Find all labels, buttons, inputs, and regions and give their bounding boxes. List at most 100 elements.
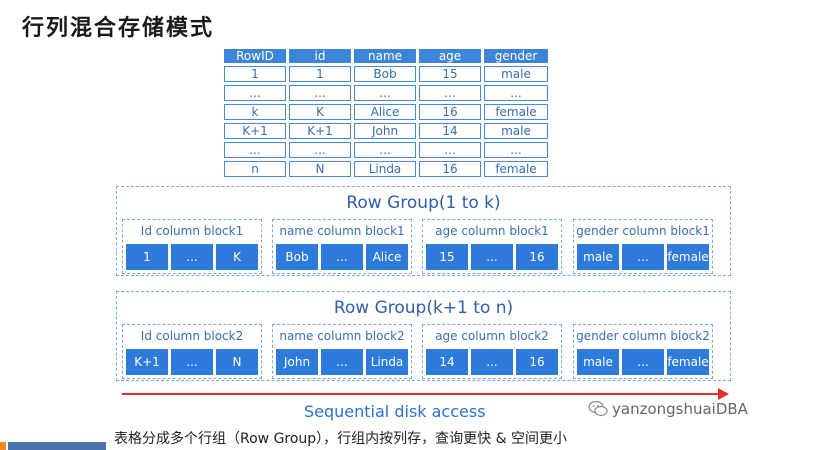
table-header-cell: gender [484,49,548,63]
column-value-cell: 15 [426,244,468,270]
column-block: gender column block1 male...female [573,219,713,274]
table-cell: female [484,104,548,120]
table-cell: 15 [419,66,481,82]
column-value-cell: N [216,349,258,375]
column-value-cell: ... [171,349,213,375]
column-block: age column block2 14...16 [422,324,562,379]
column-value-cell: ... [321,349,363,375]
table-cell: male [484,66,548,82]
column-block: age column block1 15...16 [422,219,562,274]
column-block-cells: 14...16 [426,349,558,375]
column-value-cell: female [667,349,709,375]
column-value-cell: ... [471,244,513,270]
table-cell: N [289,161,351,177]
column-value-cell: John [276,349,318,375]
column-block-cells: Bob...Alice [276,244,408,270]
table-header-cell: RowID [224,49,286,63]
table-header-cell: id [289,49,351,63]
watermark: yanzongshuaiDBA [588,400,748,418]
table-cell: 16 [419,104,481,120]
table-cell: ... [354,142,416,158]
row-group-title: Row Group(k+1 to n) [333,298,514,318]
table-header-row: RowID id name age gender [224,49,548,63]
table-cell: k [224,104,286,120]
table-cell: Alice [354,104,416,120]
table-cell: K+1 [289,123,351,139]
table-cell: 14 [419,123,481,139]
column-value-cell: female [667,244,709,270]
table-cell: 1 [224,66,286,82]
column-value-cell: 16 [516,349,558,375]
column-value-cell: male [577,244,619,270]
table-cell: Linda [354,161,416,177]
row-group-title: Row Group(1 to k) [346,193,501,213]
column-value-cell: ... [622,349,664,375]
column-value-cell: ... [321,244,363,270]
table-cell: ... [224,85,286,101]
table-cell: ... [289,142,351,158]
table-cell: n [224,161,286,177]
column-value-cell: ... [471,349,513,375]
column-value-cell: male [577,349,619,375]
table-cell: ... [419,142,481,158]
table-cell: ... [354,85,416,101]
column-block-cells: 15...16 [426,244,558,270]
column-value-cell: 16 [516,244,558,270]
table-cell: ... [224,142,286,158]
table-cell: K+1 [224,123,286,139]
column-block-label: name column block2 [279,329,405,343]
column-block-label: gender column block1 [576,224,710,238]
column-block-label: Id column block2 [140,329,244,343]
column-block-label: age column block1 [435,224,549,238]
column-block-cells: John...Linda [276,349,408,375]
wechat-icon [588,400,608,417]
column-block-cells: male...female [577,244,709,270]
table-cell: ... [484,85,548,101]
brand-logo [0,442,106,450]
table-cell: K [289,104,351,120]
column-value-cell: 14 [426,349,468,375]
column-value-cell: ... [622,244,664,270]
column-block-cells: K+1...N [126,349,258,375]
column-block-label: Id column block1 [140,224,244,238]
column-value-cell: K+1 [126,349,168,375]
column-block: gender column block2 male...female [573,324,713,379]
table-cell: ... [289,85,351,101]
table-cell: 16 [419,161,481,177]
column-block: Id column block1 1...K [122,219,262,274]
watermark-text: yanzongshuaiDBA [612,400,748,418]
column-block-cells: male...female [577,349,709,375]
arrow-head-icon [718,388,729,400]
column-block-label: gender column block2 [576,329,710,343]
table-row: ............... [224,142,548,158]
table-cell: male [484,123,548,139]
table-cell: John [354,123,416,139]
sequential-label: Sequential disk access [304,402,486,421]
column-block-label: age column block2 [435,329,549,343]
sequential-arrow-line [122,393,722,395]
column-value-cell: K [216,244,258,270]
table-cell: ... [419,85,481,101]
column-block-cells: 1...K [126,244,258,270]
column-value-cell: Bob [276,244,318,270]
table-cell: 1 [289,66,351,82]
caption: 表格分成多个行组（Row Group），行组内按列存，查询更快 & 空间更小 [114,431,568,447]
table-cell: ... [484,142,548,158]
table-header-cell: age [419,49,481,63]
table-header-cell: name [354,49,416,63]
column-value-cell: Linda [366,349,408,375]
column-value-cell: ... [171,244,213,270]
column-value-cell: 1 [126,244,168,270]
column-value-cell: Alice [366,244,408,270]
page-title: 行列混合存储模式 [22,16,215,41]
